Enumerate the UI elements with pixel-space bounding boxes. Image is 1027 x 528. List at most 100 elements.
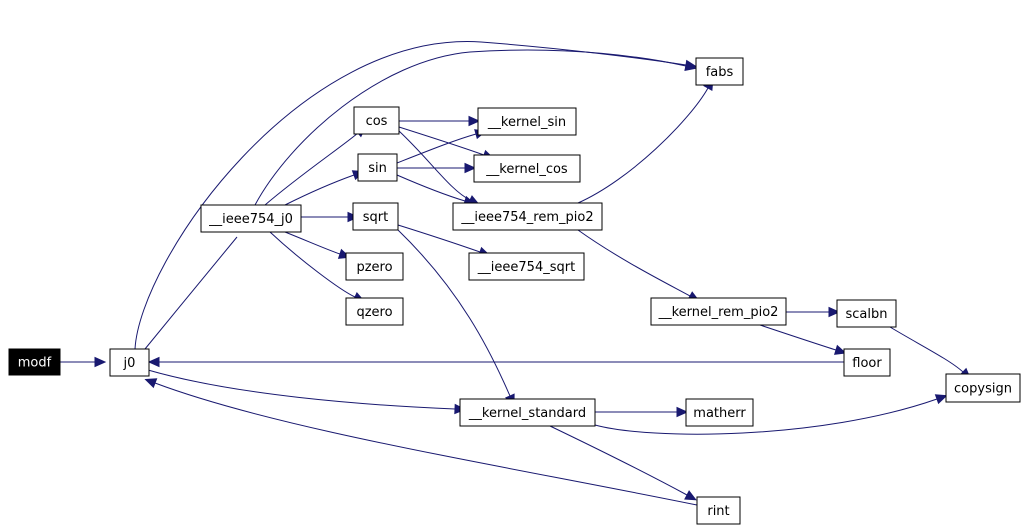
node-scalbn[interactable]: scalbn (836, 299, 897, 328)
node-label: cos (366, 114, 388, 129)
node-sin[interactable]: sin (357, 153, 398, 182)
edge-kernel_standard-to-rint (549, 425, 697, 501)
edge-modf-to-j0 (60, 356, 107, 368)
node-kernel-cos[interactable]: __kernel_cos (473, 154, 581, 183)
edge-kernel_standard-to-matherr (595, 406, 689, 418)
node-rint[interactable]: rint (696, 496, 741, 525)
arrowhead-icon (934, 394, 948, 405)
edge-kernel_standard-to-copysign (594, 394, 948, 435)
arrowhead-icon (684, 60, 697, 72)
node-cos[interactable]: cos (353, 106, 400, 135)
arrowhead-icon (464, 162, 477, 174)
node-box[interactable] (477, 107, 577, 136)
node-box[interactable] (345, 297, 404, 326)
edge-line (889, 326, 964, 373)
node-box[interactable] (109, 348, 150, 377)
edge-line (269, 231, 356, 298)
node-label: floor (852, 356, 882, 371)
edge-floor-to-j0 (147, 356, 844, 368)
node-kernel-sin[interactable]: __kernel_sin (477, 107, 577, 136)
edge-line (144, 236, 238, 350)
edge-j0-to-kernel_standard (147, 369, 467, 415)
node-matherr[interactable]: matherr (685, 398, 754, 427)
node-copysign[interactable]: copysign (945, 373, 1021, 403)
node-box[interactable] (473, 154, 581, 183)
node-box[interactable] (695, 57, 744, 86)
node-label: sqrt (363, 210, 388, 225)
node-kernel-rem-pio2[interactable]: __kernel_rem_pio2 (650, 297, 787, 326)
node-label: pzero (356, 260, 392, 275)
node-j0[interactable]: j0 (109, 348, 150, 377)
node-label: matherr (693, 406, 746, 421)
node-box[interactable] (945, 373, 1021, 403)
node-label: __ieee754_j0 (208, 212, 293, 227)
node-box[interactable] (200, 204, 302, 233)
edge-ieee754_rem_pio2-to-fabs (577, 78, 714, 204)
node-box[interactable] (8, 348, 61, 376)
node-box[interactable] (843, 348, 891, 377)
edge-sin-to-kernel_sin (396, 129, 487, 164)
edge-ieee754_j0-to-sin (284, 170, 365, 206)
edge-ieee754_j0-to-cos (264, 125, 367, 206)
edge-ieee754_j0-to-sqrt (301, 211, 360, 223)
node-sqrt[interactable]: sqrt (352, 202, 399, 231)
node-box[interactable] (685, 398, 754, 427)
node-box[interactable] (352, 202, 399, 231)
node-qzero[interactable]: qzero (345, 297, 404, 326)
edge-rint-to-j0 (144, 378, 698, 506)
edge-line (549, 425, 688, 496)
node-label: __kernel_sin (487, 115, 566, 130)
node-label: qzero (356, 305, 392, 320)
edge-line (264, 132, 359, 206)
edge-line (759, 324, 837, 351)
edge-ieee754_rem_pio2-to-kernel_rem_pio2 (577, 229, 700, 302)
arrowhead-icon (147, 356, 160, 368)
node-box[interactable] (468, 252, 585, 281)
node-box[interactable] (345, 252, 404, 281)
edge-line (396, 174, 466, 202)
node-pzero[interactable]: pzero (345, 252, 404, 281)
node-label: copysign (954, 382, 1012, 397)
arrowhead-icon (833, 344, 847, 355)
arrowhead-icon (144, 378, 158, 389)
edge-line (577, 229, 691, 297)
edge-line (398, 126, 485, 156)
edge-line (577, 87, 709, 204)
node-box[interactable] (452, 202, 603, 231)
node-label: j0 (123, 356, 136, 371)
node-box[interactable] (357, 153, 398, 182)
node-floor[interactable]: floor (843, 348, 891, 377)
arrowhead-icon (684, 490, 697, 501)
nodes-layer: modf j0 __ieee754_j0 cos sin sqrt pzero qzero __… (8, 57, 1021, 525)
node-label: rint (707, 504, 729, 519)
edge-kernel_rem_pio2-to-scalbn (785, 306, 841, 318)
node-ieee754-rem-pio2[interactable]: __ieee754_rem_pio2 (452, 202, 603, 231)
node-fabs[interactable]: fabs (695, 57, 744, 86)
arrowhead-icon (94, 356, 107, 368)
node-kernel-standard[interactable]: __kernel_standard (459, 398, 596, 427)
edge-sin-to-ieee754_rem_pio2 (396, 174, 476, 206)
node-ieee754-sqrt[interactable]: __ieee754_sqrt (468, 252, 585, 281)
edge-line (396, 133, 477, 164)
edge-line (284, 231, 341, 255)
edge-line (397, 224, 481, 253)
node-label: scalbn (846, 307, 888, 322)
node-box[interactable] (836, 299, 897, 328)
node-modf[interactable]: modf (8, 348, 61, 376)
node-box[interactable] (459, 398, 596, 427)
node-label: modf (18, 356, 52, 371)
edge-line (254, 49, 687, 206)
arrowhead-icon (676, 406, 689, 418)
node-box[interactable] (353, 106, 400, 135)
node-box[interactable] (696, 496, 741, 525)
edge-cos-to-kernel_sin (398, 115, 481, 127)
node-label: __ieee754_sqrt (477, 260, 575, 275)
edge-kernel_rem_pio2-to-floor (759, 324, 847, 355)
edge-scalbn-to-copysign (889, 326, 972, 380)
edge-sin-to-kernel_cos (397, 162, 477, 174)
edge-line (594, 398, 938, 435)
node-box[interactable] (650, 297, 787, 326)
edge-line (397, 229, 511, 397)
node-ieee754-j0[interactable]: __ieee754_j0 (200, 204, 302, 233)
